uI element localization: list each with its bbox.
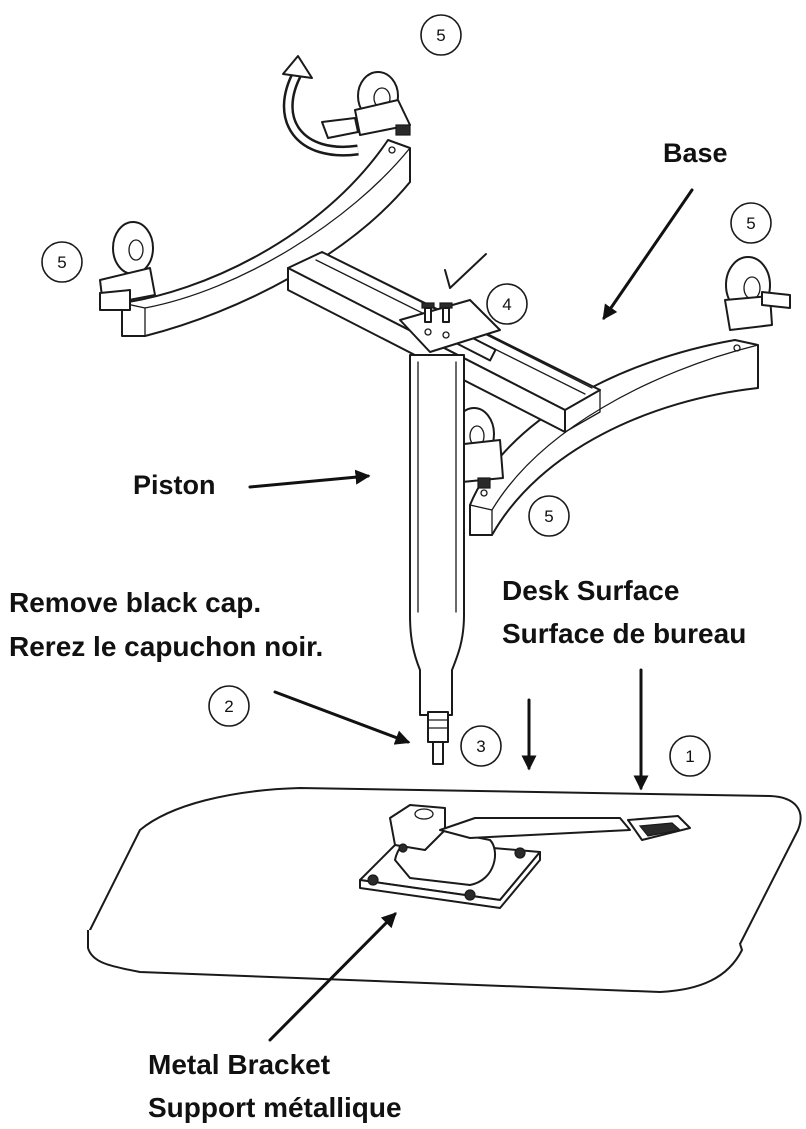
- svg-text:5: 5: [57, 253, 66, 272]
- svg-text:5: 5: [544, 507, 553, 526]
- piston-pointer-arrow: [248, 469, 371, 489]
- svg-text:5: 5: [746, 214, 755, 233]
- label-desk-surface-en: Desk Surface: [502, 575, 679, 606]
- screws: [421, 302, 453, 339]
- step-badge-5-top: 5: [420, 14, 462, 56]
- svg-text:3: 3: [476, 737, 485, 756]
- step-badge-5-left: 5: [41, 241, 83, 283]
- caster-left: [99, 221, 156, 311]
- step-badge-4: 4: [486, 283, 528, 325]
- step-badge-5-bottom: 5: [528, 495, 570, 537]
- base-pointer-arrow: [602, 188, 694, 321]
- step-badge-5-right: 5: [730, 202, 772, 244]
- label-metal-bracket-en: Metal Bracket: [148, 1049, 330, 1080]
- svg-text:5: 5: [436, 26, 445, 45]
- svg-text:1: 1: [685, 747, 694, 766]
- rotate-arrow-icon: [282, 55, 359, 157]
- caster-right: [724, 256, 791, 331]
- step-badge-3: 3: [460, 725, 502, 767]
- bracket-pointer-arrow: [268, 912, 397, 1042]
- caster-top: [321, 71, 411, 139]
- chair-base: [121, 139, 759, 536]
- allen-key-icon: [444, 253, 487, 289]
- step-badge-1: 1: [669, 735, 711, 777]
- label-metal-bracket-fr: Support métallique: [148, 1092, 402, 1123]
- label-remove-cap-fr: Rerez le capuchon noir.: [9, 631, 323, 662]
- step-badge-2: 2: [208, 685, 250, 727]
- svg-text:2: 2: [224, 697, 233, 716]
- svg-text:4: 4: [502, 295, 511, 314]
- metal-bracket: [359, 804, 691, 909]
- gas-piston: [409, 354, 465, 765]
- label-piston: Piston: [133, 470, 216, 500]
- base-arm-front: [469, 339, 759, 536]
- base-arm-back: [121, 139, 411, 337]
- label-desk-surface-fr: Surface de bureau: [502, 618, 746, 649]
- label-base: Base: [663, 138, 728, 168]
- label-remove-cap-en: Remove black cap.: [9, 587, 261, 618]
- cap-pointer-arrow: [273, 690, 411, 745]
